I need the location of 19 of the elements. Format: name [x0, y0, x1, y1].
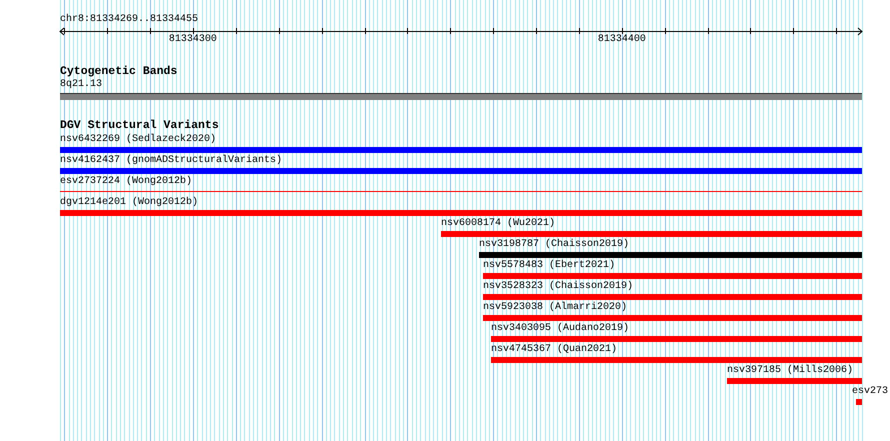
- feature-label: nsv4745367 (Quan2021): [491, 344, 618, 355]
- feature-label: esv273: [852, 386, 888, 397]
- feature-label: nsv3198787 (Chaisson2019): [479, 239, 630, 250]
- feature-label: nsv4162437 (gnomADStructuralVariants): [60, 155, 282, 166]
- feature-label: nsv6008174 (Wu2021): [441, 218, 556, 229]
- feature-label: esv2737224 (Wong2012b): [60, 176, 192, 187]
- feature-label: nsv5923038 (Almarri2020): [483, 302, 628, 313]
- coordinate-range-label: chr8:81334269..81334455: [60, 14, 198, 25]
- feature-label: dgv1214e201 (Wong2012b): [60, 197, 198, 208]
- feature-label: nsv3528323 (Chaisson2019): [483, 281, 634, 292]
- track-heading: DGV Structural Variants: [60, 120, 219, 133]
- feature-label: nsv5578483 (Ebert2021): [483, 260, 616, 271]
- ruler-tick-label: 81334400: [598, 34, 646, 45]
- feature-label: nsv3403095 (Audano2019): [491, 323, 630, 334]
- feature-label: nsv397185 (Mills2006): [727, 365, 854, 376]
- feature-label: nsv6432269 (Sedlazeck2020): [60, 134, 216, 145]
- ruler-tick-label: 81334300: [168, 34, 217, 45]
- track-heading: Cytogenetic Bands: [60, 66, 178, 79]
- feature-label: 8q21.13: [60, 79, 102, 90]
